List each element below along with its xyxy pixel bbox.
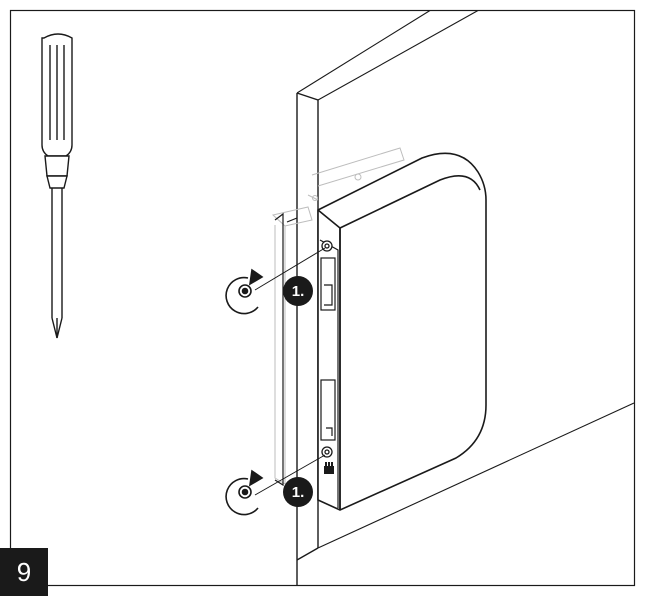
step-number-badge: 9 <box>0 548 48 596</box>
callout-label-bottom: 1. <box>292 484 305 501</box>
glass-pane <box>271 147 405 485</box>
frame-border <box>9 9 636 587</box>
glass-edge-rail <box>274 212 298 487</box>
background-wall <box>296 9 635 549</box>
screwdriver-icon <box>41 33 73 339</box>
brand-mark-icon <box>324 462 334 474</box>
callout-badge-bottom: 1. <box>283 477 313 507</box>
callout-badge-top: 1. <box>283 276 313 306</box>
leader-lines <box>254 247 326 496</box>
rotate-counterclockwise-icon <box>225 268 264 315</box>
callout-label-top: 1. <box>292 283 305 300</box>
screw-hole-bottom <box>321 446 333 458</box>
screw-hole-top <box>321 240 333 252</box>
rotate-counterclockwise-icon <box>225 469 264 516</box>
lock-housing <box>317 152 487 511</box>
door-leaf <box>296 92 319 585</box>
